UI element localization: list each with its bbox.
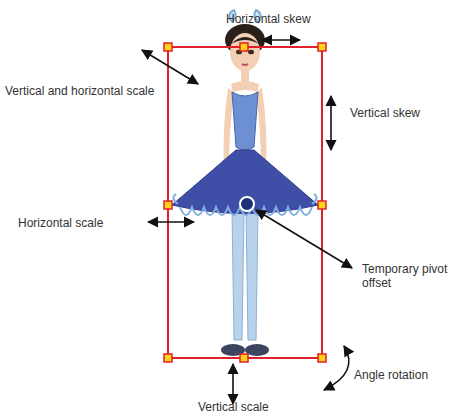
callout-label: Angle rotation: [354, 368, 428, 382]
callout-label: Vertical skew: [350, 106, 420, 120]
arrows: [142, 40, 352, 404]
callout-label: Vertical and horizontal scale: [5, 84, 154, 98]
bounding-box: [168, 47, 322, 358]
callout-label: Temporary pivot offset: [362, 262, 458, 290]
callout-label: Horizontal skew: [226, 12, 311, 26]
ballerina-figure: [172, 10, 318, 356]
handles: [164, 43, 326, 362]
callout-label: Vertical scale: [198, 400, 269, 414]
pivot-point: [240, 197, 254, 211]
callout-label: Horizontal scale: [18, 216, 103, 230]
